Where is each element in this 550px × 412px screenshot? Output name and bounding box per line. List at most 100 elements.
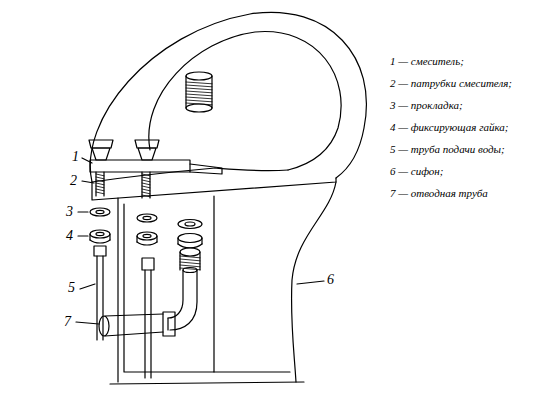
fixing-nut <box>137 242 157 245</box>
gasket <box>178 220 202 229</box>
fixing-nut <box>90 240 110 243</box>
drain-plug <box>186 91 212 93</box>
mixer-nozzle <box>142 183 150 185</box>
drain-pipe <box>99 314 163 336</box>
bidet-pedestal <box>110 382 304 384</box>
drain-plug <box>186 100 212 102</box>
legend-note: 2 — патрубки смесителя; <box>390 77 512 90</box>
drain-plug <box>186 94 212 96</box>
fixing-nut <box>96 232 104 235</box>
mixer-nozzle <box>142 174 150 197</box>
gasket <box>143 216 151 219</box>
leader-line <box>82 158 92 163</box>
fixing-nut <box>180 262 200 264</box>
callout-number: 2 <box>70 174 77 188</box>
mixer-nozzle <box>142 186 150 188</box>
siphon <box>168 270 197 330</box>
water-supply-pipe <box>145 270 151 378</box>
drain-plug <box>186 104 212 112</box>
fixing-nut <box>180 259 200 261</box>
mixer-nozzle <box>142 180 150 182</box>
mixer-nozzle <box>96 174 104 194</box>
water-supply-pipe <box>94 246 106 256</box>
drain-plug <box>186 85 212 87</box>
leader-line <box>76 158 324 324</box>
water-supply-pipe <box>97 256 103 340</box>
siphon <box>183 268 197 273</box>
bidet-pedestal <box>124 196 214 372</box>
siphon <box>163 268 197 337</box>
gasket <box>90 208 202 229</box>
drain-pipe <box>99 316 109 336</box>
leader-line <box>78 211 88 212</box>
mixer <box>135 140 159 148</box>
mixer-nozzle <box>96 183 104 185</box>
bidet-bowl <box>149 32 341 170</box>
mixer-nozzle <box>142 189 150 191</box>
bidet-pedestal <box>214 371 290 372</box>
mixer-nozzle <box>96 192 104 194</box>
drain-pipe <box>105 314 163 336</box>
callout-number: 6 <box>327 273 334 287</box>
gasket <box>185 222 195 226</box>
drain-plug <box>186 76 212 108</box>
mixer <box>89 140 222 174</box>
leader-line <box>76 322 99 324</box>
callout-number: 1 <box>72 150 79 164</box>
water-supply-pipe <box>142 258 154 270</box>
fixing-nut <box>178 234 202 243</box>
legend-note: 7 — отводная труба <box>390 187 488 200</box>
bidet-pedestal <box>110 182 336 384</box>
fixing-nut <box>180 265 200 267</box>
bidet-bowl <box>215 168 288 171</box>
drain-plug <box>186 88 212 90</box>
leader-line <box>80 284 95 289</box>
drain-plug <box>186 72 212 80</box>
mixer-nozzle <box>142 174 150 176</box>
bidet-pedestal <box>291 182 336 382</box>
mixer-nozzle <box>96 177 104 179</box>
callout-number: 5 <box>68 281 75 295</box>
drain-plug <box>186 97 212 99</box>
mixer-nozzle <box>142 177 150 179</box>
mixer <box>138 148 156 160</box>
mixer <box>92 148 110 160</box>
bidet-pedestal <box>117 198 118 382</box>
mixer-nozzle <box>142 192 150 194</box>
legend-note: 4 — фиксирующая гайка; <box>390 121 508 134</box>
fixing-nut <box>90 230 202 270</box>
mixer <box>89 140 113 148</box>
mixer-nozzle <box>96 174 104 176</box>
mixer <box>90 160 190 172</box>
gasket <box>90 208 110 216</box>
legend-note: 6 — сифон; <box>390 165 443 178</box>
legend-note: 5 — труба подачи воды; <box>390 143 505 156</box>
drain-plug <box>186 82 212 84</box>
fixing-nut <box>143 234 151 237</box>
mixer-nozzle <box>96 189 104 191</box>
legend-note: 3 — прокладка; <box>390 99 463 112</box>
leader-line <box>82 181 94 183</box>
bidet-bowl <box>90 12 366 200</box>
fixing-nut <box>137 232 157 240</box>
mixer-nozzle <box>142 172 150 198</box>
leader-line <box>78 235 88 236</box>
mixer-nozzle <box>96 186 104 188</box>
drain-plug <box>186 82 212 105</box>
callout-number: 7 <box>64 315 71 329</box>
mixer-nozzle <box>96 172 150 198</box>
bidet-bowl <box>92 168 215 182</box>
mixer-nozzle <box>96 180 104 182</box>
drain-plug <box>186 72 212 112</box>
callout-number: 4 <box>66 229 73 243</box>
callout-number: 3 <box>66 205 73 219</box>
gasket <box>96 210 104 213</box>
legend-note: 1 — смеситель; <box>390 55 464 68</box>
mixer-nozzle <box>96 174 150 197</box>
drain-plug <box>186 103 212 105</box>
mixer <box>190 164 222 174</box>
gasket <box>137 214 157 222</box>
mixer-nozzle <box>142 195 150 197</box>
water-supply-pipe <box>94 246 154 378</box>
